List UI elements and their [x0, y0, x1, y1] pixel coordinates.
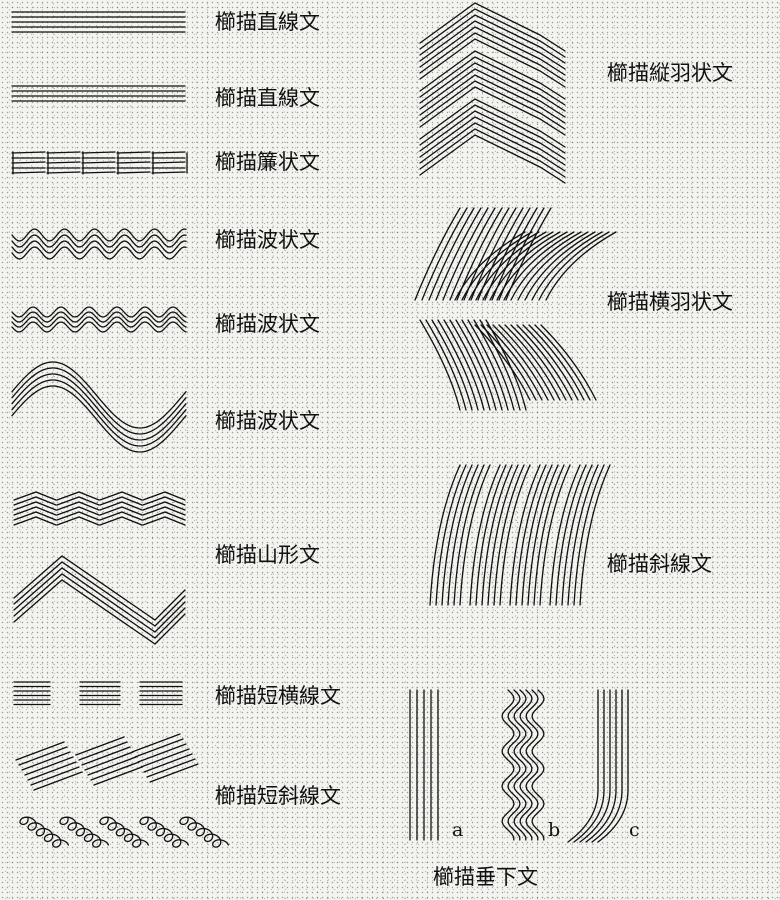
label-wave-1: 櫛描波状文 [215, 230, 320, 251]
vertical-feather-pattern [420, 3, 565, 183]
label-vertical-feather: 櫛描縦羽状文 [607, 63, 733, 84]
label-pendant: 櫛描垂下文 [433, 867, 538, 888]
wave-pattern-1 [12, 229, 186, 259]
label-pendant-b: b [548, 821, 560, 840]
horizontal-feather-pattern [415, 208, 616, 410]
label-straight-line-1: 櫛描直線文 [215, 12, 320, 33]
coil-pattern [20, 817, 228, 847]
label-pendant-a: a [452, 821, 463, 840]
pendant-pattern-c [568, 690, 628, 842]
label-wave-2: 櫛描波状文 [215, 314, 320, 335]
label-wave-3: 櫛描波状文 [215, 411, 320, 432]
short-horizontal-lines [14, 682, 182, 705]
blind-pattern [12, 152, 187, 174]
short-diagonal-lines [16, 734, 198, 790]
wave-pattern-2 [12, 307, 186, 332]
straight-lines-1 [12, 12, 185, 32]
pendant-pattern-a [410, 690, 438, 840]
pendant-pattern-b [502, 690, 544, 840]
mountain-pattern-small [14, 492, 185, 525]
label-straight-line-2: 櫛描直線文 [215, 88, 320, 109]
label-horizontal-feather: 櫛描横羽状文 [607, 292, 733, 313]
label-short-horizontal: 櫛描短横線文 [215, 686, 341, 707]
diagonal-line-pattern [430, 465, 610, 605]
label-pendant-c: c [629, 821, 640, 840]
label-mountain: 櫛描山形文 [215, 545, 320, 566]
label-diagonal: 櫛描斜線文 [607, 554, 712, 575]
label-short-diagonal: 櫛描短斜線文 [215, 786, 341, 807]
mountain-pattern-large [14, 556, 185, 644]
straight-lines-2 [12, 86, 185, 101]
label-blind: 櫛描簾状文 [215, 152, 320, 173]
wave-pattern-large [12, 362, 186, 452]
